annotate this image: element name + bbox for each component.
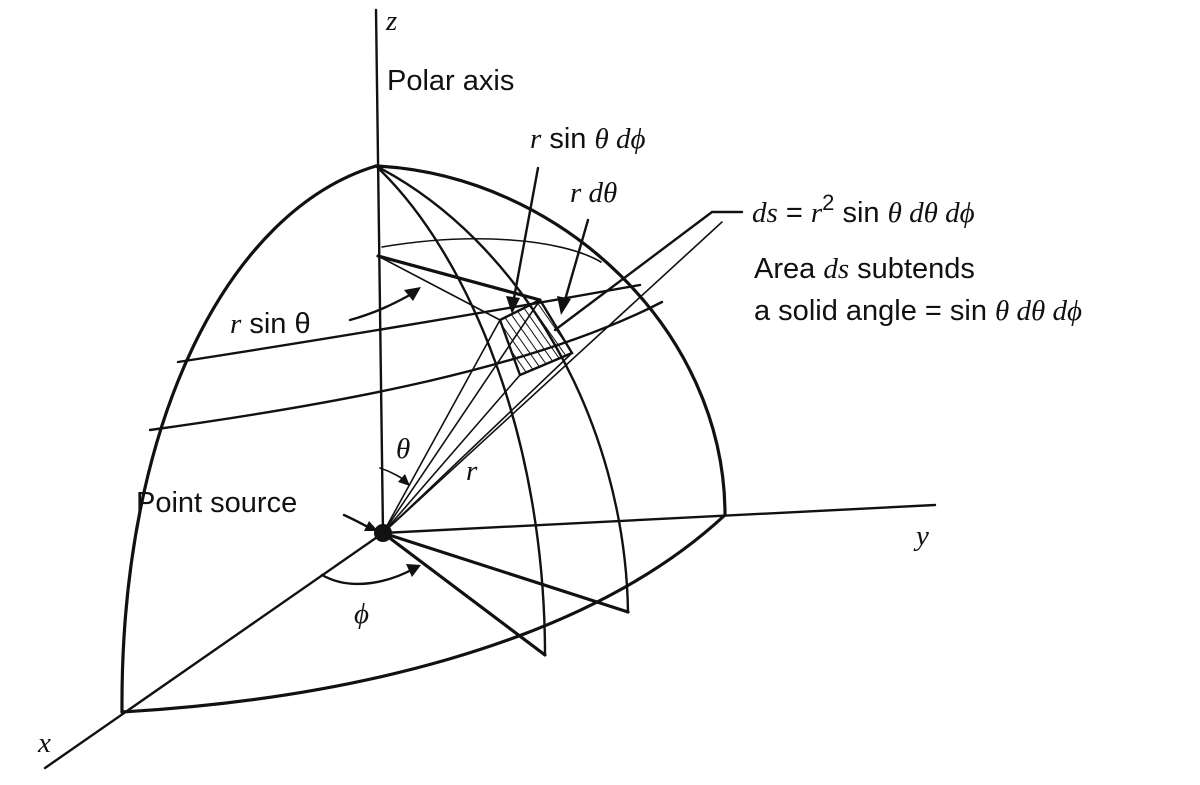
theta-arc-arrowhead [398, 474, 410, 486]
r-sin-theta-radius [376, 254, 542, 302]
text-labels: z y x Polar axis θ ϕ r Point source r si… [37, 5, 1082, 759]
point-source-label: Point source [136, 487, 297, 519]
sphere-outline [120, 164, 727, 714]
r-sin-theta-dphi-sin: sin [541, 123, 594, 155]
area-subtends-label: Area ds subtends [754, 253, 975, 285]
ds-formula-ds: ds [752, 197, 778, 229]
area-subtends-ds: ds [823, 253, 849, 285]
phi-label: ϕ [354, 598, 369, 630]
y-axis-label: y [913, 520, 929, 552]
r-dtheta-rest: dθ [581, 177, 617, 209]
r-dtheta-label: r dθ [570, 177, 617, 209]
meridian-outer [374, 164, 630, 614]
projection-to-meridian-outer [381, 531, 630, 614]
outline-arc-left [120, 164, 378, 714]
latitude-top [176, 283, 642, 364]
phi-arc [320, 566, 417, 586]
r-label: r [466, 455, 478, 487]
y-axis-line [381, 503, 937, 535]
arrowhead-r-sin-theta [404, 287, 421, 301]
solid-angle-label: a solid angle = sin θ dθ dϕ [754, 295, 1082, 327]
r-sin-theta-rest: sin θ [241, 308, 310, 340]
angle-arcs [320, 467, 421, 586]
theta-label: θ [396, 433, 410, 465]
r-sin-theta-r: r [230, 308, 242, 340]
arrowhead-r-sin-theta-dphi [506, 296, 520, 314]
leaders [342, 166, 744, 531]
z-axis-label: z [385, 5, 397, 37]
polar-axis-label: Polar axis [387, 65, 514, 97]
arrowhead-point-source [364, 521, 378, 531]
area-subtends-post: subtends [849, 253, 975, 285]
latitude-upper [381, 238, 602, 263]
area-subtends-pre: Area [754, 253, 823, 285]
arrowhead-r-dtheta [557, 296, 571, 315]
ds-formula-rest: θ dθ dϕ [888, 197, 975, 229]
radius-line [382, 221, 723, 534]
cone-line-3 [382, 352, 573, 534]
outline-arc-bottom [120, 513, 727, 714]
solid-angle-rest: θ dθ dϕ [995, 295, 1082, 327]
projection-to-meridian-middle [381, 531, 547, 657]
x-axis-label: x [37, 727, 51, 759]
area-element-ds [498, 298, 574, 377]
ds-formula-exp: 2 [822, 190, 834, 215]
projection-lines [381, 221, 723, 657]
r-sin-theta-label: r sin θ [230, 308, 311, 340]
leader-point-source [342, 513, 372, 530]
phi-arc-arrowhead [406, 564, 421, 577]
ds-formula-eq: = [778, 197, 811, 229]
ds-formula-sin: sin [834, 197, 887, 229]
leader-r-dtheta [563, 218, 590, 302]
r-dtheta-r: r [570, 177, 582, 209]
axes [43, 8, 937, 770]
r-sin-theta-dphi-rest: θ dϕ [594, 123, 645, 155]
ring-radius-to-patch [377, 255, 501, 321]
leader-r-sin-theta-dphi [512, 166, 540, 300]
leader-r-sin-theta [348, 294, 410, 322]
point-source-dot [374, 524, 392, 542]
leader-ds [553, 210, 744, 332]
cone-line-4 [382, 374, 521, 534]
ds-formula-r: r [811, 197, 823, 229]
latitude-bottom [148, 300, 664, 432]
x-axis-line [43, 531, 385, 770]
latitude-lines [148, 238, 664, 432]
outline-arc-right [374, 164, 727, 517]
ds-formula-label: ds = r2 sin θ dθ dϕ [752, 190, 975, 229]
solid-angle-pre: a solid angle = sin [754, 295, 995, 327]
z-axis-line [374, 8, 385, 535]
r-sin-theta-dphi-r: r [530, 123, 542, 155]
r-sin-theta-dphi-label: r sin θ dϕ [530, 123, 646, 155]
meridian-middle [374, 164, 547, 657]
cone-line-1 [382, 319, 501, 534]
